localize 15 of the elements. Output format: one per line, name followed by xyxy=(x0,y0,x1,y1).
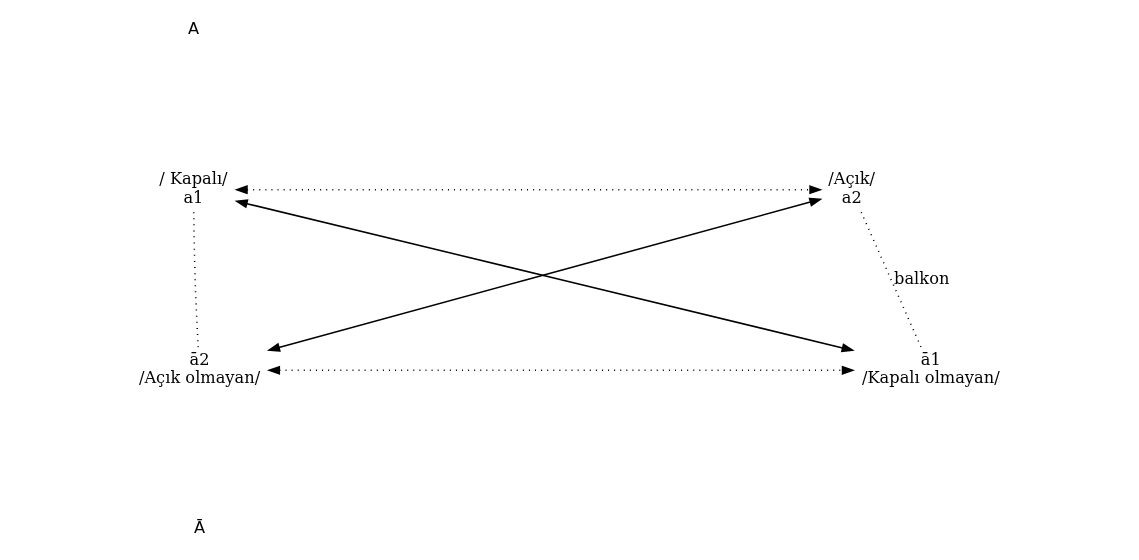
node-text: a2 xyxy=(841,187,862,207)
arrow xyxy=(234,185,823,195)
node-label: /Açık/ xyxy=(828,169,876,189)
edge-label: balkon xyxy=(894,268,950,288)
label: A xyxy=(187,19,200,39)
node-text: ā1 xyxy=(920,350,941,369)
connector xyxy=(192,211,200,349)
arrow xyxy=(266,365,855,375)
connector xyxy=(860,211,923,349)
label: Ā xyxy=(193,518,206,538)
node-label: / Kapalı/ xyxy=(159,169,228,189)
node-label: /Açık olmayan/ xyxy=(138,368,261,388)
node-label: /Kapalı olmayan/ xyxy=(862,368,1000,388)
node-text: ā2 xyxy=(189,350,210,369)
node-text: a1 xyxy=(183,187,204,207)
